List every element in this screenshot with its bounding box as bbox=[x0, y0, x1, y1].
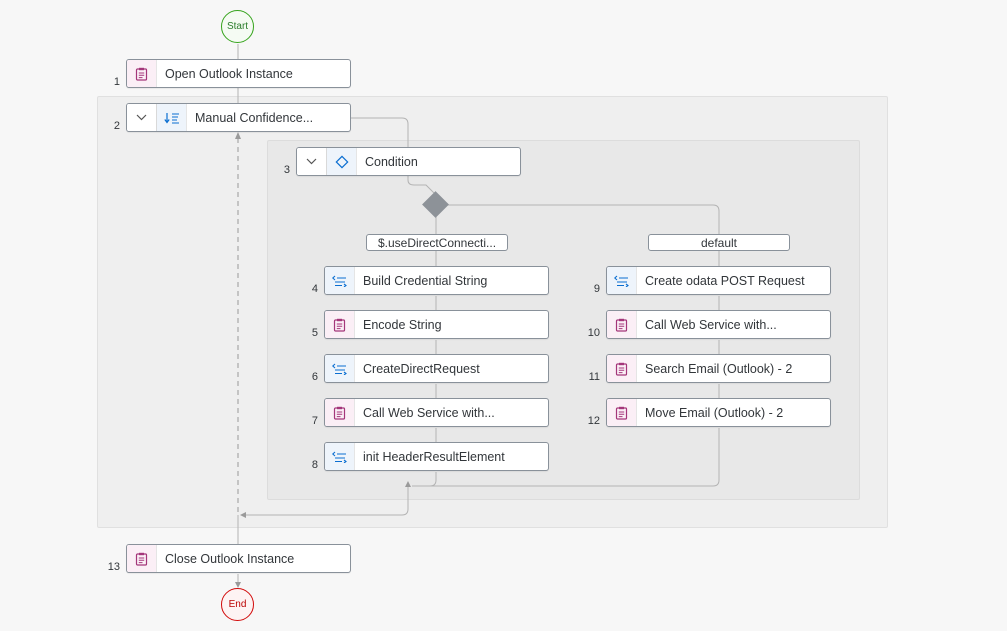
step-label: Open Outlook Instance bbox=[165, 66, 293, 81]
clipboard-icon bbox=[607, 399, 637, 426]
step-label: init HeaderResultElement bbox=[363, 449, 505, 464]
diamond-icon bbox=[327, 148, 357, 175]
step-label: Condition bbox=[365, 154, 418, 169]
script-icon bbox=[607, 267, 637, 294]
step-move-email-outlook[interactable]: Move Email (Outlook) - 2 bbox=[606, 398, 831, 427]
step-number: 10 bbox=[587, 327, 600, 339]
clipboard-icon bbox=[127, 60, 157, 87]
script-icon bbox=[325, 267, 355, 294]
step-init-header-result-element[interactable]: init HeaderResultElement bbox=[324, 442, 549, 471]
chevron-down-icon[interactable] bbox=[297, 148, 327, 175]
step-label: CreateDirectRequest bbox=[363, 361, 480, 376]
step-number: 8 bbox=[311, 459, 318, 471]
loop-sort-icon bbox=[157, 104, 187, 131]
step-label: Encode String bbox=[363, 317, 442, 332]
step-number: 6 bbox=[311, 371, 318, 383]
step-create-odata-post-request[interactable]: Create odata POST Request bbox=[606, 266, 831, 295]
step-manual-confidence-loop[interactable]: Manual Confidence... bbox=[126, 103, 351, 132]
step-number: 1 bbox=[113, 76, 120, 88]
step-number: 11 bbox=[588, 371, 600, 383]
step-number: 9 bbox=[593, 283, 600, 295]
step-label: Call Web Service with... bbox=[645, 317, 777, 332]
step-label: Move Email (Outlook) - 2 bbox=[645, 405, 784, 420]
step-label: Close Outlook Instance bbox=[165, 551, 295, 566]
step-number: 4 bbox=[311, 283, 318, 295]
step-number: 2 bbox=[113, 120, 120, 132]
script-icon bbox=[325, 355, 355, 382]
step-number: 5 bbox=[311, 327, 318, 339]
step-open-outlook-instance[interactable]: Open Outlook Instance bbox=[126, 59, 351, 88]
step-label: Build Credential String bbox=[363, 273, 488, 288]
step-close-outlook-instance[interactable]: Close Outlook Instance bbox=[126, 544, 351, 573]
step-number: 13 bbox=[107, 561, 120, 573]
step-create-direct-request[interactable]: CreateDirectRequest bbox=[324, 354, 549, 383]
step-build-credential-string[interactable]: Build Credential String bbox=[324, 266, 549, 295]
step-label: Create odata POST Request bbox=[645, 273, 805, 288]
branch-label-left[interactable]: $.useDirectConnecti... bbox=[366, 234, 508, 251]
step-condition[interactable]: Condition bbox=[296, 147, 521, 176]
step-number: 3 bbox=[283, 164, 290, 176]
step-search-email-outlook[interactable]: Search Email (Outlook) - 2 bbox=[606, 354, 831, 383]
step-label: Manual Confidence... bbox=[195, 110, 314, 125]
clipboard-icon bbox=[127, 545, 157, 572]
branch-label-right[interactable]: default bbox=[648, 234, 790, 251]
chevron-down-icon[interactable] bbox=[127, 104, 157, 131]
start-label: Start bbox=[226, 21, 249, 32]
step-number: 7 bbox=[311, 415, 318, 427]
clipboard-icon bbox=[607, 311, 637, 338]
end-label: End bbox=[228, 599, 247, 610]
step-label: Search Email (Outlook) - 2 bbox=[645, 361, 793, 376]
clipboard-icon bbox=[325, 311, 355, 338]
end-event[interactable]: End bbox=[221, 588, 254, 621]
clipboard-icon bbox=[325, 399, 355, 426]
step-call-web-service-left[interactable]: Call Web Service with... bbox=[324, 398, 549, 427]
step-label: Call Web Service with... bbox=[363, 405, 495, 420]
start-event[interactable]: Start bbox=[221, 10, 254, 43]
script-icon bbox=[325, 443, 355, 470]
clipboard-icon bbox=[607, 355, 637, 382]
step-call-web-service-right[interactable]: Call Web Service with... bbox=[606, 310, 831, 339]
step-encode-string[interactable]: Encode String bbox=[324, 310, 549, 339]
step-number: 12 bbox=[587, 415, 600, 427]
